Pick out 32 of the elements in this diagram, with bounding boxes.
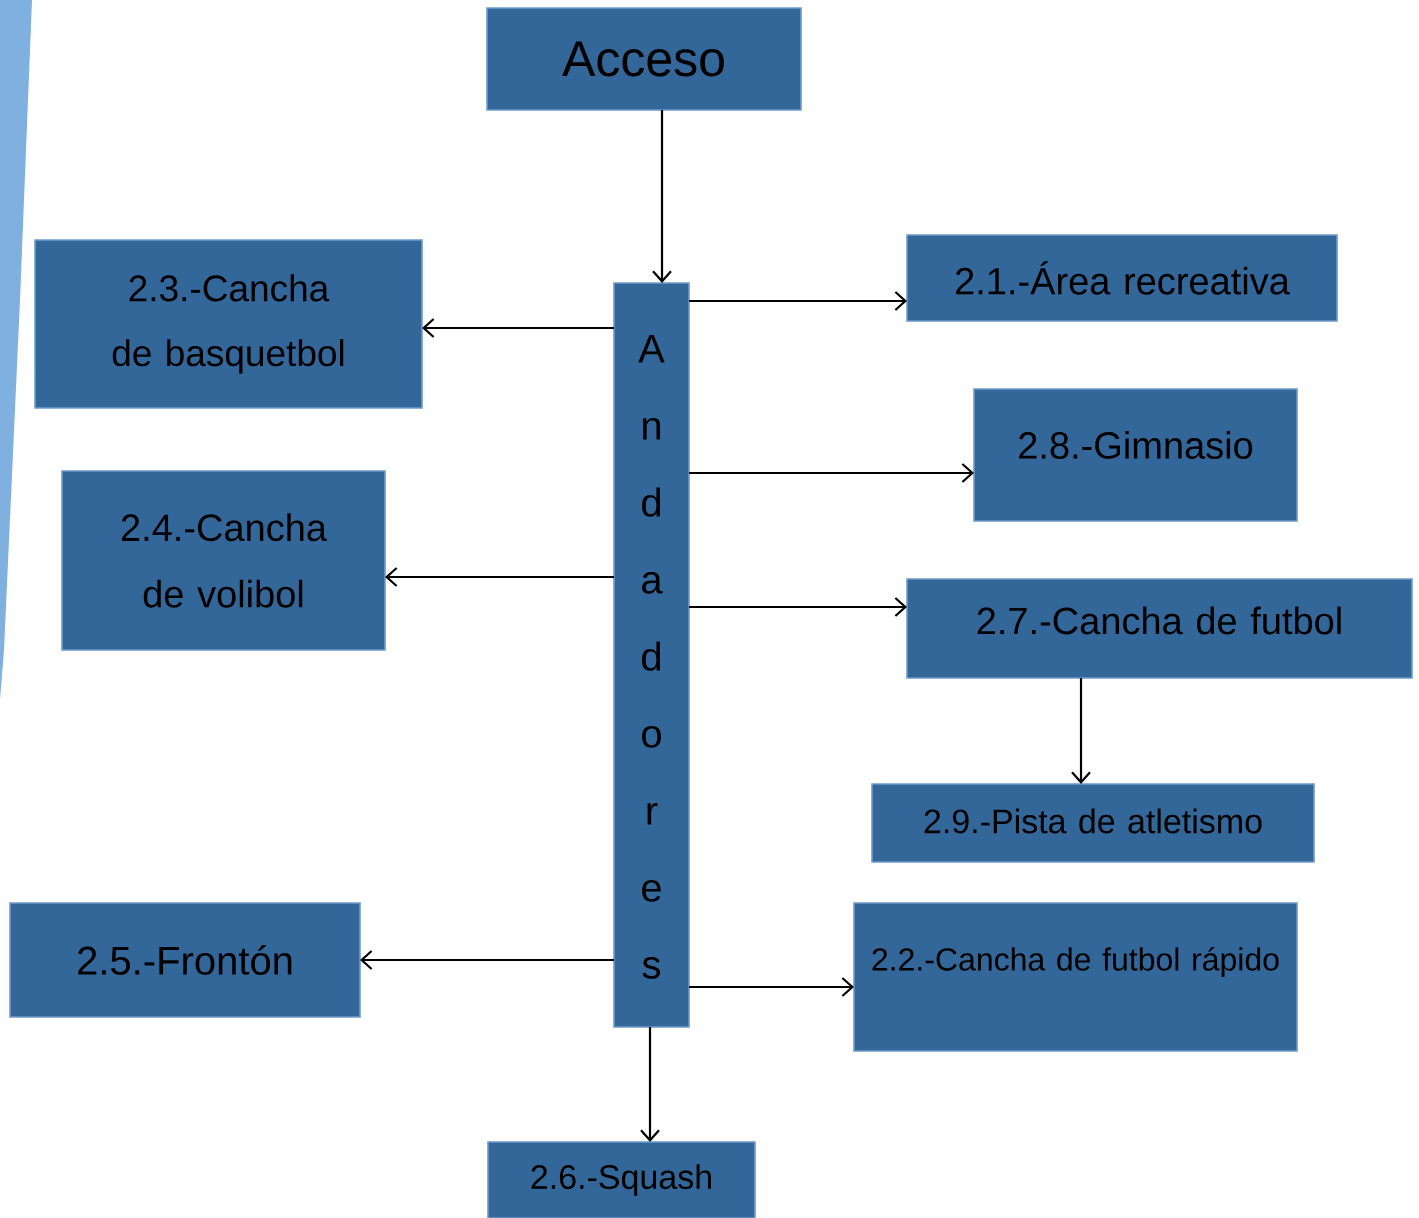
box-label: 2.9.-Pista de atletismo [924, 808, 1262, 834]
area-box [973, 388, 1298, 522]
area-box [486, 7, 802, 111]
box-label: 2.3.-Cancha de basquetbol [112, 274, 344, 374]
box-label: Acceso [562, 41, 724, 77]
box-label: 2.1.-Área recreativa [956, 261, 1290, 295]
area-box [487, 1141, 756, 1218]
arrow [652, 110, 672, 283]
area-box [9, 902, 361, 1018]
arrow [689, 291, 907, 311]
area-box [853, 902, 1298, 1052]
area-box [61, 470, 386, 651]
box-label: 2.2.-Cancha de futbol rápido [872, 946, 1279, 978]
area-box [34, 239, 423, 409]
box-label: 2.5.-Frontón [78, 945, 292, 975]
arrow [422, 318, 614, 338]
area-box [906, 578, 1413, 679]
arrow [360, 950, 614, 970]
arrow [640, 1027, 660, 1142]
box-label: 2.4.-Cancha de volibol [121, 513, 327, 608]
box-label: 2.7.-Cancha de futbol [977, 606, 1341, 635]
area-box [871, 783, 1315, 863]
arrow [385, 567, 614, 587]
box-label: 2.6.-Squash [531, 1164, 711, 1196]
walkway-bar [613, 282, 690, 1028]
arrow [1071, 678, 1091, 784]
box-label: 2.8.-Gimnasio [1019, 431, 1253, 459]
arrow [689, 977, 854, 997]
box-label: Andadores [638, 334, 665, 979]
arrow [689, 597, 907, 617]
area-box [906, 234, 1338, 322]
arrow [689, 463, 974, 483]
